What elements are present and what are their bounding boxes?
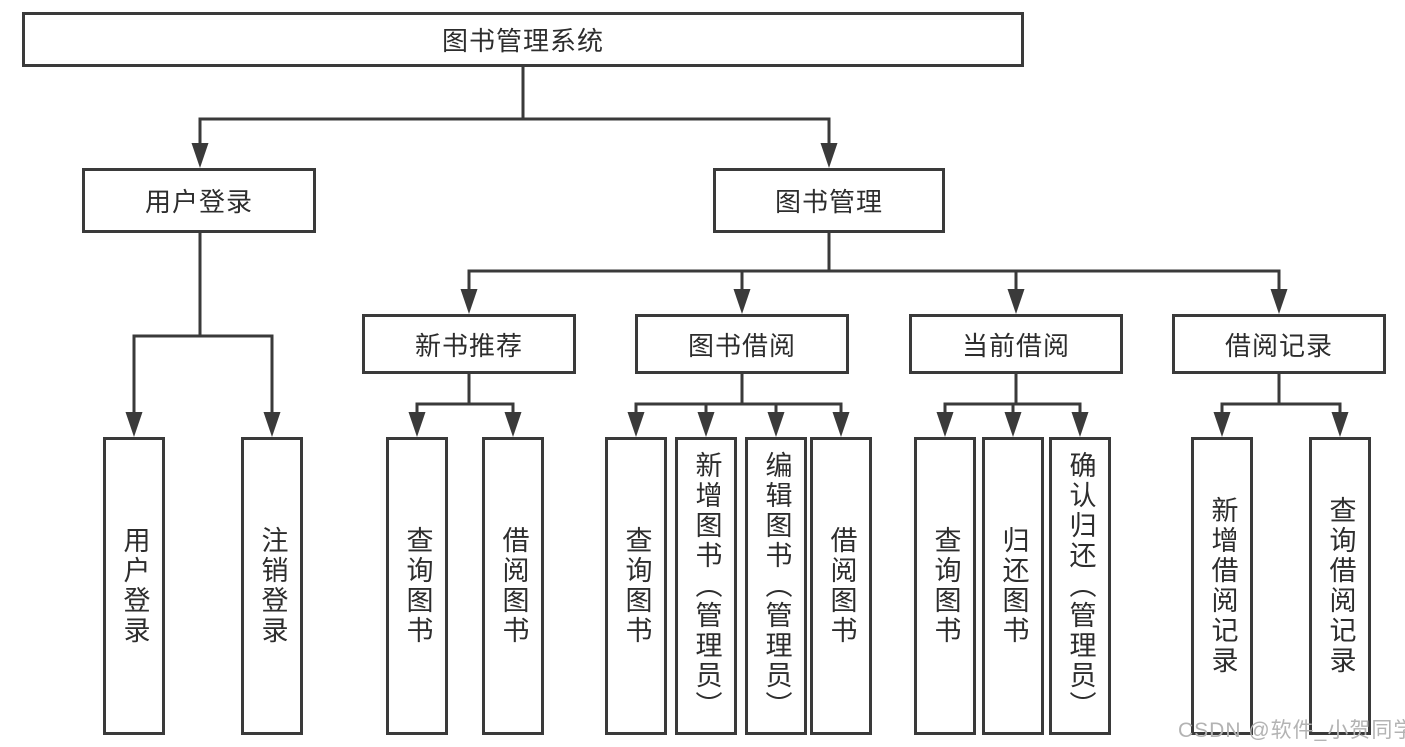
leaf-query-books-current: 查询图书 [914,437,976,735]
leaf-return-books: 归还图书 [982,437,1044,735]
leaf-borrow-books-recommend: 借阅图书 [482,437,544,735]
leaf-label: 新增借阅记录 [1207,496,1238,676]
node-label: 图书管理系统 [441,26,604,56]
leaf-edit-books-admin: 编辑图书（管理员） [745,437,807,735]
leaf-label: 借阅图书 [826,526,857,646]
leaf-borrow-books: 借阅图书 [810,437,872,735]
leaf-label: 查询借阅记录 [1325,496,1356,676]
leaf-user-login: 用户登录 [103,437,165,735]
node-library-management-system: 图书管理系统 [22,12,1024,67]
node-label: 用户登录 [144,187,253,217]
node-user-login: 用户登录 [82,168,316,233]
node-borrowing-records: 借阅记录 [1172,314,1386,374]
node-current-borrowing: 当前借阅 [909,314,1123,374]
node-label: 当前借阅 [961,330,1070,361]
node-new-book-recommend: 新书推荐 [362,314,576,374]
leaf-label: 查询图书 [621,526,652,646]
leaf-query-borrow-record: 查询借阅记录 [1309,437,1371,735]
node-label: 图书借阅 [687,330,796,361]
node-label: 新书推荐 [414,330,523,361]
leaf-label: 查询图书 [402,526,433,646]
node-book-management: 图书管理 [713,168,945,233]
leaf-add-borrow-record: 新增借阅记录 [1191,437,1253,735]
leaf-label: 归还图书 [998,526,1029,646]
arrowheads [125,143,1349,437]
leaf-label: 用户登录 [119,526,150,646]
leaf-logout: 注销登录 [241,437,303,735]
leaf-label: 借阅图书 [498,526,529,646]
leaf-label: 确认归还（管理员） [1065,451,1096,721]
node-label: 借阅记录 [1224,330,1333,361]
leaf-confirm-return-admin: 确认归还（管理员） [1049,437,1111,735]
csdn-watermark: CSDN @软件_小贺同学 [1178,719,1405,742]
leaf-label: 编辑图书（管理员） [761,451,792,721]
leaf-query-books-borrowing: 查询图书 [605,437,667,735]
leaf-query-books-recommend: 查询图书 [386,437,448,735]
leaf-label: 查询图书 [930,526,961,646]
node-book-borrowing: 图书借阅 [635,314,849,374]
leaf-label: 新增图书（管理员） [691,451,722,721]
leaf-label: 注销登录 [257,526,288,646]
node-label: 图书管理 [774,187,883,217]
leaf-add-books-admin: 新增图书（管理员） [675,437,737,735]
